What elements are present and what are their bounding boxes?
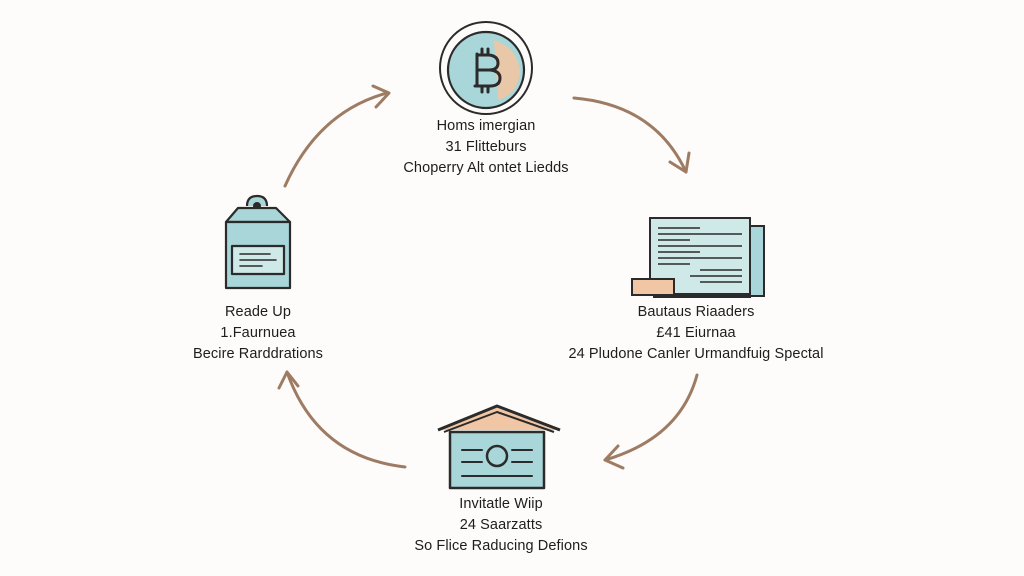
node-right-subtitle: £41 Eiurnaa [656,325,736,341]
clipboard-icon [224,194,292,290]
node-left-title: Reade Up [224,304,292,320]
node-bottom-subtitle: 24 Saarzatts [459,517,543,533]
node-top-subtitle: 31 Flitteburs [445,139,527,155]
node-right-description: 24 Pludone Canler Urmandfuig Spectal [568,346,824,362]
bitcoin-coin-icon [439,21,533,115]
node-label-bottom: Invitatle Wiip 24 Saarzatts So Flice Rad… [396,494,606,557]
node-bottom-title: Invitatle Wiip [459,496,543,512]
arrow-left-to-top [283,84,391,188]
node-top-description: Choperry Alt ontet Liedds [403,160,569,176]
warehouse-icon [437,404,561,490]
document-stack-icon [631,217,765,298]
arrow-right-to-bottom [603,373,699,470]
node-label-top: Homs imergian 31 Flitteburs Choperry Alt… [386,116,586,179]
node-left-subtitle: 1.Faurnuea [220,325,296,341]
arrow-top-to-right [572,96,691,174]
node-right-title: Bautaus Riaaders [637,304,755,320]
node-bottom-description: So Flice Raducing Defions [414,538,588,554]
node-label-left: Reade Up 1.Faurnuea Becire Rarddrations [172,302,344,365]
node-top-title: Homs imergian [436,118,536,134]
node-left-description: Becire Rarddrations [192,346,324,362]
arrow-bottom-to-left [277,370,407,469]
node-label-right: Bautaus Riaaders £41 Eiurnaa 24 Pludone … [546,302,846,365]
